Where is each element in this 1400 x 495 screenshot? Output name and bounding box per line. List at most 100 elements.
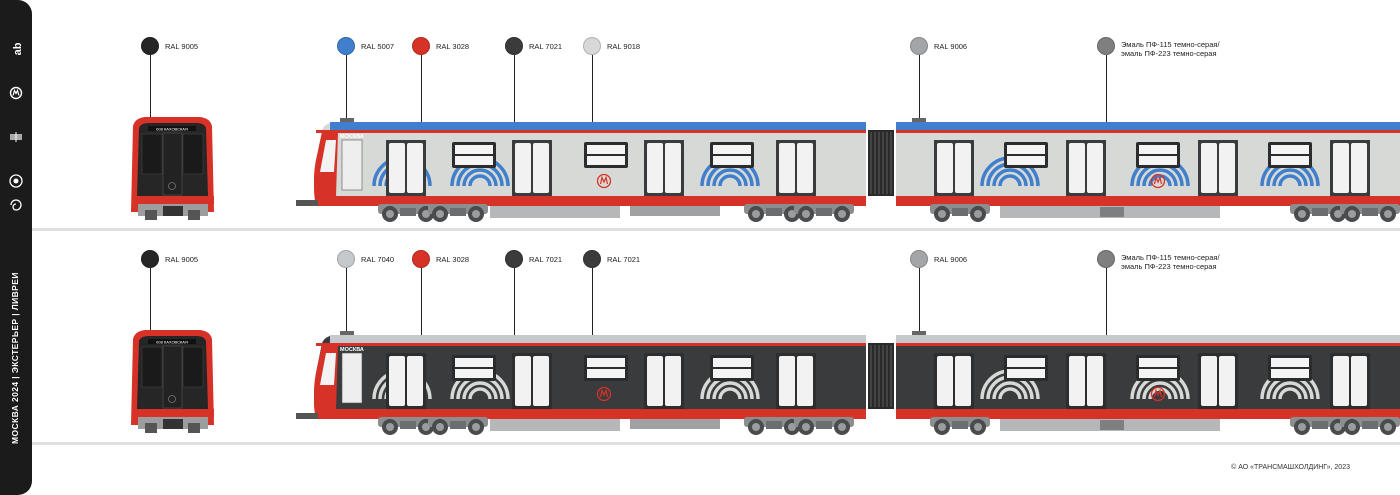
wheel-hub — [1298, 210, 1306, 218]
front-bumper — [132, 409, 214, 417]
leader-line — [150, 268, 151, 341]
front-view: 008 КАХОВСКАЯ — [131, 117, 214, 220]
metro-m-logo-icon — [599, 175, 609, 185]
leader-line — [919, 268, 920, 341]
bogie-spring — [952, 421, 968, 429]
livery-swirl — [462, 381, 498, 400]
livery-swirl — [1142, 168, 1178, 187]
door-window — [1333, 356, 1349, 406]
front-destination: 008 КАХОВСКАЯ — [156, 127, 188, 132]
wheel-hub — [938, 423, 946, 431]
wheel-hub — [436, 423, 444, 431]
color-label: RAL 7021 — [529, 42, 563, 51]
top-red-stripe — [316, 130, 866, 133]
underframe-box — [630, 206, 720, 216]
side-town-text: МОСКВА — [340, 347, 364, 353]
gangway-fold — [878, 132, 880, 194]
livery-swirl — [718, 387, 742, 400]
wheel-hub — [802, 423, 810, 431]
row-divider — [32, 442, 1400, 445]
livery-swirl — [468, 387, 492, 400]
tmh-logo-icon — [7, 128, 25, 146]
door-window — [937, 356, 953, 406]
gangway-fold — [874, 345, 876, 407]
wheel-hub — [838, 210, 846, 218]
door-window — [1201, 143, 1217, 193]
wheel-hub — [838, 423, 846, 431]
gangway-fold — [882, 345, 884, 407]
door-window — [407, 356, 423, 406]
color-swatch — [910, 250, 928, 268]
wheel-hub — [974, 210, 982, 218]
wheel-hub — [788, 423, 796, 431]
bogie-spring — [1362, 421, 1378, 429]
bogie-spring — [400, 421, 416, 429]
wheel-hub — [1298, 423, 1306, 431]
color-swatch — [1097, 250, 1115, 268]
color-label: RAL 9005 — [165, 255, 199, 264]
color-label: RAL 7021 — [607, 255, 641, 264]
roof-stripe — [330, 122, 866, 130]
gangway-fold — [878, 345, 880, 407]
underframe-box — [630, 419, 720, 429]
wheel-hub — [472, 210, 480, 218]
bogie-spring — [400, 208, 416, 216]
color-swatch — [141, 250, 159, 268]
door-window — [797, 143, 813, 193]
metro-m-logo-icon — [1153, 388, 1163, 398]
bottom-red-skirt — [314, 160, 866, 206]
side-window-pane — [455, 369, 493, 378]
door-window — [1087, 143, 1103, 193]
livery-swirl — [718, 174, 742, 187]
side-window-pane — [1007, 145, 1045, 154]
head-coupler — [296, 413, 318, 419]
livery-swirl — [1272, 168, 1308, 187]
color-swatch — [583, 37, 601, 55]
bogie-spring — [952, 208, 968, 216]
color-label: RAL 9005 — [165, 42, 199, 51]
bogie-spring — [816, 208, 832, 216]
livery-swirl — [1148, 174, 1172, 187]
gangway-fold — [890, 345, 892, 407]
roof-detail — [340, 118, 354, 122]
top-red-stripe — [316, 343, 866, 346]
door-window — [955, 356, 971, 406]
door-window — [533, 143, 549, 193]
destination-board — [148, 126, 196, 131]
gangway-fold — [870, 345, 872, 407]
leader-line — [592, 268, 593, 363]
door-window — [389, 143, 405, 193]
roof-stripe — [896, 335, 1400, 343]
leader-line — [346, 268, 347, 335]
side-window-pane — [1271, 156, 1309, 165]
metro-m-logo-icon — [1153, 175, 1163, 185]
leader-line — [346, 55, 347, 122]
side-window-pane — [455, 156, 493, 165]
gangway-fold — [870, 132, 872, 194]
front-window-right — [182, 346, 204, 388]
livery-swirl — [1142, 381, 1178, 400]
gangway-fold — [886, 345, 888, 407]
cab-door — [341, 352, 363, 404]
livery-swirl — [992, 168, 1028, 187]
color-label: RAL 9018 — [607, 42, 641, 51]
sidebar: ab МОСКВА 2024 | ЭКСТЕРЬЕР | ЛИВРЕИ — [0, 0, 32, 495]
roof-detail — [912, 331, 926, 335]
side-window-pane — [1139, 156, 1177, 165]
wheel-hub — [1348, 423, 1356, 431]
livery-swirl — [1272, 381, 1308, 400]
front-door — [162, 132, 183, 196]
wheel-hub — [1384, 210, 1392, 218]
livery-swirl — [1278, 174, 1302, 187]
leader-line — [919, 55, 920, 128]
side-window-pane — [1007, 358, 1045, 367]
door-window — [779, 356, 795, 406]
door-window — [1351, 356, 1367, 406]
wheel-hub — [802, 210, 810, 218]
front-emblem — [168, 395, 176, 403]
cab-windshield — [320, 140, 336, 172]
wheel-hub — [938, 210, 946, 218]
wheel-hub — [1348, 210, 1356, 218]
